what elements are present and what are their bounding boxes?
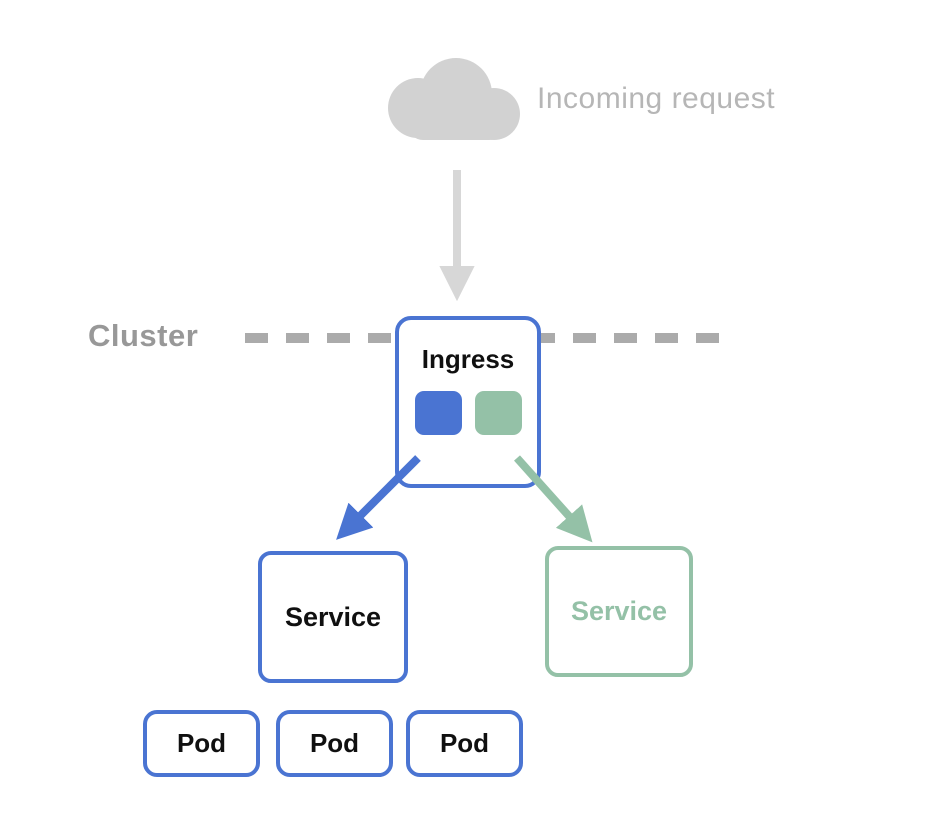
ingress-rule-green-icon: [474, 391, 522, 435]
cloud-icon: [388, 58, 520, 140]
ingress-box: Ingress: [395, 316, 541, 488]
service-blue-box: Service: [258, 551, 408, 683]
pod-box: Pod: [406, 710, 523, 777]
service-green-label: Service: [570, 596, 668, 626]
pod-label: Pod: [439, 728, 490, 758]
ingress-rule-blue-icon: [414, 391, 462, 435]
ingress-rules: [414, 391, 522, 435]
cluster-label: Cluster: [88, 318, 199, 353]
incoming-request-label: Incoming request: [537, 82, 776, 115]
pod-box: Pod: [143, 710, 260, 777]
pod-box: Pod: [276, 710, 393, 777]
pod-label: Pod: [176, 728, 227, 758]
ingress-label: Ingress: [421, 344, 515, 374]
pod-label: Pod: [309, 728, 360, 758]
service-green-box: Service: [545, 546, 693, 677]
service-blue-label: Service: [284, 601, 382, 632]
